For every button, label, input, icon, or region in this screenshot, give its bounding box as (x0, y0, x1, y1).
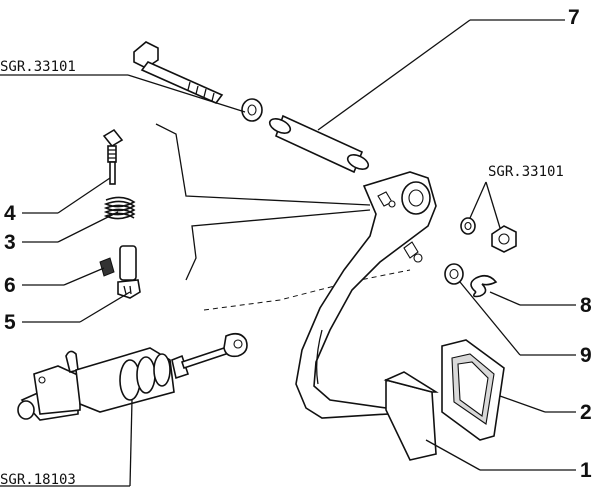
spring-clip-8 (470, 274, 498, 298)
adjuster-nut (117, 245, 141, 299)
bracket-outline (155, 123, 371, 281)
clutch-master-cylinder (17, 332, 248, 421)
right-nut (491, 225, 517, 253)
callout-4: 4 (4, 202, 16, 225)
pushrod-alignment-line (203, 269, 411, 311)
clutch-pedal-arm (295, 171, 437, 419)
callout-2: 2 (580, 401, 592, 424)
pedal-rubber-cover (441, 339, 505, 441)
pedal-pad (383, 371, 439, 461)
washer-9 (444, 263, 464, 285)
bolt-washer (241, 98, 263, 122)
callout-sgr-bottom: SGR.18103 (0, 472, 76, 487)
callout-sgr-right: SGR.33101 (488, 164, 564, 180)
callout-6: 6 (4, 274, 16, 297)
retaining-clip (99, 257, 115, 277)
callout-1: 1 (580, 459, 592, 482)
callout-7: 7 (568, 6, 580, 29)
pivot-bolt (133, 41, 224, 104)
adjuster-screw (102, 128, 124, 185)
callout-8: 8 (580, 294, 592, 317)
pivot-tube (268, 114, 370, 174)
callout-5: 5 (4, 311, 16, 334)
right-washer (460, 217, 476, 235)
callout-sgr-top-left: SGR.33101 (0, 59, 76, 75)
return-spring (103, 196, 136, 220)
callout-9: 9 (580, 344, 592, 367)
callout-3: 3 (4, 231, 16, 254)
leader-lines (0, 19, 576, 487)
